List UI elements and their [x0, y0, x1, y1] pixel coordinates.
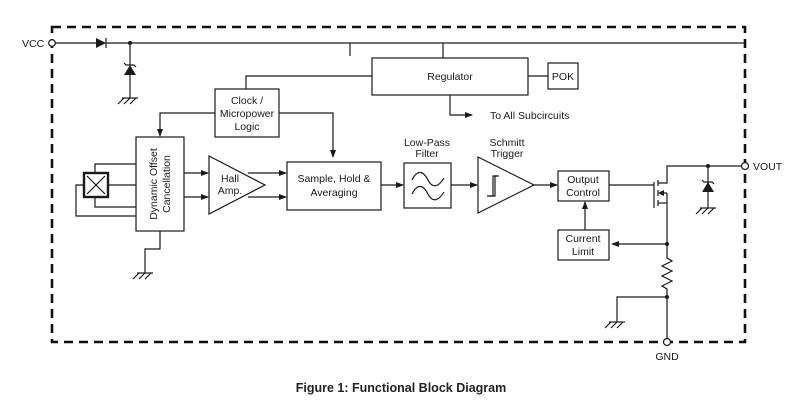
vcc-terminal	[48, 39, 56, 47]
ground-icon	[695, 207, 716, 215]
pok-label: POK	[552, 71, 574, 83]
hall-amp-block	[208, 155, 267, 215]
clock-to-sample-arrow	[279, 112, 336, 158]
regulator-block	[371, 57, 529, 96]
vcc-label: VCC	[22, 38, 45, 50]
hall-amp-label-line1: Hall	[221, 173, 239, 185]
ground-icon	[117, 97, 138, 105]
sample-hold-label-line2: Averaging	[310, 187, 357, 199]
hall-wire-left	[75, 184, 136, 217]
diode-icon	[96, 38, 107, 48]
sample-hold-block	[286, 161, 382, 211]
resistor-icon	[660, 255, 674, 297]
schmitt-title-line1: Schmitt	[489, 137, 524, 149]
output-control-block	[557, 170, 610, 202]
offset-label-line2: Cancellation	[161, 155, 173, 213]
current-limit-block	[557, 229, 610, 261]
sample-hold-label-line1: Sample, Hold &	[298, 173, 371, 185]
filter-title-line1: Low-Pass	[404, 137, 450, 149]
gnd-label: GND	[655, 351, 679, 363]
vout-terminal	[740, 161, 750, 171]
subcircuits-label: To All Subcircuits	[490, 110, 569, 122]
current-limit-label-line2: Limit	[572, 246, 594, 258]
output-control-label-line2: Control	[566, 187, 600, 199]
pok-block	[547, 62, 579, 90]
hysteresis-icon	[487, 175, 499, 197]
hall-wire-top	[94, 163, 136, 173]
offset-ground-wire	[144, 231, 161, 268]
schmitt-trigger-block	[477, 156, 536, 214]
vcc-pin: VCC	[22, 38, 56, 50]
gnd-terminal	[662, 337, 672, 347]
vout-label: VOUT	[753, 161, 783, 173]
regulator-label: Regulator	[427, 71, 473, 83]
figure-caption: Figure 1: Functional Block Diagram	[296, 381, 506, 395]
ic-boundary	[50, 25, 747, 344]
zener-diode-icon	[701, 179, 715, 192]
mosfet-icon	[653, 165, 708, 208]
clock-regulator-wire	[245, 75, 372, 89]
ground-icon	[132, 268, 153, 280]
offset-label-line1: Dynamic Offset	[148, 148, 160, 220]
current-limit-label-line1: Current	[565, 233, 600, 245]
clock-label-line1: Clock /	[231, 95, 263, 107]
hall-element-icon	[82, 171, 110, 199]
hall-amp-label-line2: Amp.	[218, 185, 243, 197]
clock-label-line2: Micropower	[220, 108, 275, 120]
zener-diode-icon	[123, 62, 137, 75]
clock-to-offset-arrow	[157, 112, 215, 137]
low-pass-filter-block	[403, 162, 452, 209]
output-control-label-line1: Output	[567, 174, 599, 186]
subcircuits-arrow	[449, 95, 473, 118]
sense-ground-wire	[616, 296, 667, 322]
clock-label-line3: Logic	[234, 121, 259, 133]
schmitt-title-line2: Trigger	[491, 148, 524, 160]
sine-wave-icon	[411, 171, 445, 201]
dynamic-offset-block	[135, 136, 185, 232]
hall-wire-bottom	[94, 197, 136, 208]
filter-title-line2: Filter	[415, 148, 439, 160]
ground-icon	[604, 321, 625, 329]
